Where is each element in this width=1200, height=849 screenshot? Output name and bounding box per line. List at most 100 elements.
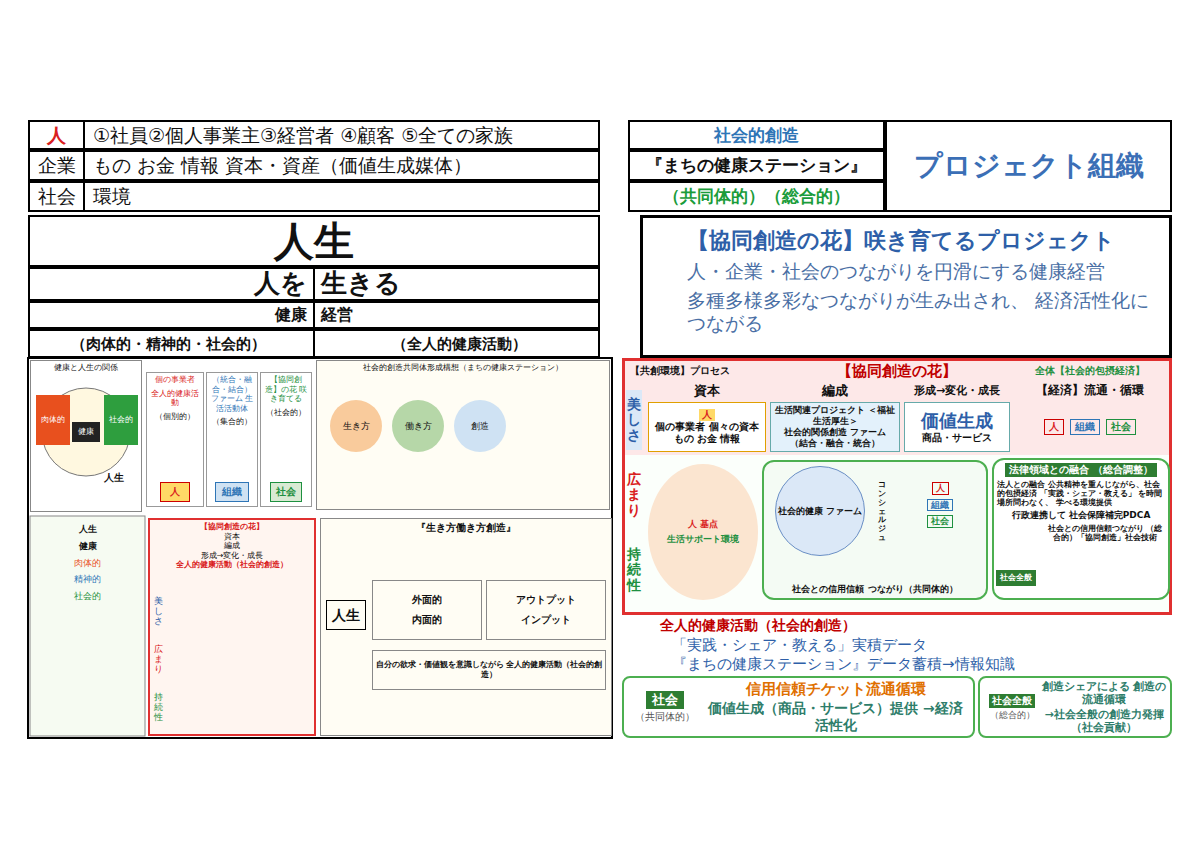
quadrant-center: 健康: [72, 422, 100, 442]
node-text: ①社員②個人事業主③経営者 ④顧客 ⑤全ての家族: [85, 124, 598, 147]
header-cell: 全体【社会的包摂経済】: [1012, 362, 1168, 380]
thumb-column: 【協同創造】の花 咲き育てる （社会的） 社会: [260, 372, 312, 507]
node-text: 社会との信用信頼 つながり（共同体的）: [792, 584, 957, 595]
node-text: 【経済】流通・循環: [1036, 383, 1144, 397]
node-text: コンシェルジュ: [878, 481, 886, 543]
node-text: 編成: [822, 383, 848, 399]
circle: 人 基点生活サポート環境: [648, 464, 758, 600]
box: 価値生成商品・サービス: [904, 402, 1010, 452]
note-label: 『まちの健康ステーション』データ蓄積→情報知識: [672, 655, 1015, 673]
node-text: 働き方: [405, 421, 432, 432]
node-text: 健康: [79, 541, 97, 552]
node-text: 形成→変化・成長: [914, 384, 1000, 397]
node-text: 社会的創造: [714, 125, 799, 145]
node-text: 資本: [694, 383, 720, 399]
rounded-box: 社会全般（総合的）創造シェアによる 創造の流通循環→社会全般の創造力発揮 （社会…: [978, 676, 1172, 738]
node-text: 社会: [30, 183, 85, 210]
node-text: 【協同創造】の花 咲き育てる: [263, 375, 309, 404]
node-text: （肉体的・精神的・社会的）: [30, 331, 315, 356]
node-text: 人: [1044, 419, 1064, 435]
circle: 社会的健康 ファーム: [775, 466, 865, 556]
node-text: 個の事業者 個々の資本: [655, 421, 758, 433]
text-column: 社会全般 （総合的）: [983, 680, 1041, 734]
node-text: （集合的）: [212, 417, 252, 427]
band: 人生: [28, 215, 600, 267]
node-text: 肉体的: [74, 558, 101, 569]
node-text: 人 基点: [688, 519, 718, 530]
node-text: 社会全般: [989, 694, 1035, 708]
node-text: 全体【社会的包摂経済】: [1035, 365, 1145, 377]
panel-frame: [28, 358, 612, 738]
thumb-box: 社会的創造共同体形成構想（まちの健康ステーション）生き方働き方創造: [316, 360, 610, 510]
node-text: 【共創環境】プロセス: [630, 365, 730, 377]
thumb-column: （統合・融合・結合） ファーム 生活活動体（集合的）組織: [206, 372, 258, 507]
target-box: 社会的創造: [628, 120, 885, 150]
node-text: 信用信頼チケット流通循環: [746, 680, 926, 698]
node-text: 社会的健康 ファーム: [778, 506, 862, 517]
node-text: 精神的: [74, 574, 101, 585]
flower-frame: 【協同創造の花】美しさ広まり持続性【共創環境】プロセス全体【社会的包摂経済】資本…: [622, 358, 1172, 615]
node-text: 法律領域との融合 （総合調整）: [1005, 463, 1156, 477]
table-row: 社会環境: [28, 181, 600, 212]
node-text: （社会的）: [266, 408, 306, 418]
thumb-box: 『生き方働き方創造』人生外面的内面的アウトプットインプット自分の欲求・価値観を意…: [320, 518, 612, 736]
tag-row: 人組織社会: [1012, 402, 1168, 452]
table-row: 人①社員②個人事業主③経営者 ④顧客 ⑤全ての家族: [28, 120, 600, 150]
node-text: 環境: [85, 185, 598, 208]
node-text: （結合・融合・統合）: [790, 438, 880, 449]
node-text: 持続性: [154, 693, 163, 723]
node-text: もの お金 情報: [674, 433, 741, 445]
node-text: 生きる: [315, 269, 598, 299]
thumb-column: 個の事業者全人的健康活動（個別的）人: [146, 372, 204, 507]
tag-box: 社会: [270, 482, 302, 502]
note-label: 「実践・シェア・教える」実積データ: [672, 636, 927, 654]
node-text: 全人的健康活動: [149, 389, 201, 408]
node-text: 価値生成（商品・サービス）提供 →経済活性化: [702, 700, 969, 734]
node-text: （総合的）: [990, 710, 1035, 721]
node-text: 社会的関係創造 ファーム: [784, 427, 886, 438]
tag-box: 人: [160, 482, 190, 502]
node-text: 企業: [30, 152, 85, 179]
node-text: 自分の欲求・価値観を意識しながら 全人的健康活動（社会的創造）: [375, 660, 603, 679]
box: アウトプットインプット: [486, 580, 606, 640]
node-text: 社会: [276, 486, 296, 498]
node-text: （統合・融合・結合） ファーム 生活活動体: [209, 375, 255, 413]
box: 人個の事業者 個々の資本もの お金 情報: [648, 402, 766, 452]
node-text: 法人との融合 公共精神を重んじながら、社会的包摂経済 「実践・シェア・教える」 …: [997, 480, 1165, 507]
node-text: 人・企業・社会のつながりを円滑にする健康経営: [687, 260, 1105, 283]
node-text: 持続性: [627, 547, 641, 593]
node-text: 人生: [274, 217, 354, 265]
band: 人を生きる: [28, 267, 600, 301]
node-text: インプット: [521, 614, 571, 626]
band: [625, 455, 1170, 612]
node-text: 人生: [104, 472, 124, 484]
header-cell: 【経済】流通・循環: [1012, 381, 1168, 400]
node-text: 美しさ: [627, 397, 641, 443]
node-text: 肉体的: [41, 415, 65, 425]
rounded-box: 法律領域との融合 （総合調整） 法人との融合 公共精神を重んじながら、社会的包摂経…: [992, 458, 1170, 600]
node-text: 人: [932, 482, 949, 495]
node-text: 内面的: [412, 614, 442, 626]
node-text: 商品・サービス: [922, 432, 992, 444]
node-text: 健康と人生の関係: [54, 363, 118, 373]
node-text: （個別的）: [155, 412, 195, 422]
node-text: 人: [30, 122, 85, 148]
rounded-box: 社会との信用信頼 つながり（共同体的）社会的健康 ファームコンシェルジュ人組織社…: [762, 460, 988, 600]
node-text: 外面的: [412, 594, 442, 606]
note-box: 自分の欲求・価値観を意識しながら 全人的健康活動（社会的創造）: [372, 650, 606, 690]
node-text: 広まり: [627, 472, 641, 518]
node-text: 社会: [646, 691, 684, 709]
node-text: 経営: [315, 303, 598, 327]
vertical-label: 持続性: [626, 540, 642, 600]
node-text: （共同体的）: [635, 711, 695, 723]
box: 生活関連プロジェクト ＜福祉生活厚生＞社会的関係創造 ファーム（結合・融合・統合…: [770, 402, 900, 452]
node-text: 社会的: [74, 591, 101, 602]
node-text: 【協同創造の花】咲き育てるプロジェクト: [687, 228, 1115, 254]
target-box: 『まちの健康ステーション』: [628, 150, 885, 181]
note-label: 全人的健康活動（社会的創造）: [660, 617, 856, 634]
title-box: プロジェクト組織: [885, 120, 1172, 212]
node-text: 健康: [78, 427, 94, 437]
thumb-flower: 【協同創造の花】資本編成形成→変化・成長全人的健康活動（社会的創造）美しさ広まり…: [148, 518, 316, 736]
node-text: 人: [170, 486, 180, 498]
circle: 生き方: [330, 400, 382, 452]
